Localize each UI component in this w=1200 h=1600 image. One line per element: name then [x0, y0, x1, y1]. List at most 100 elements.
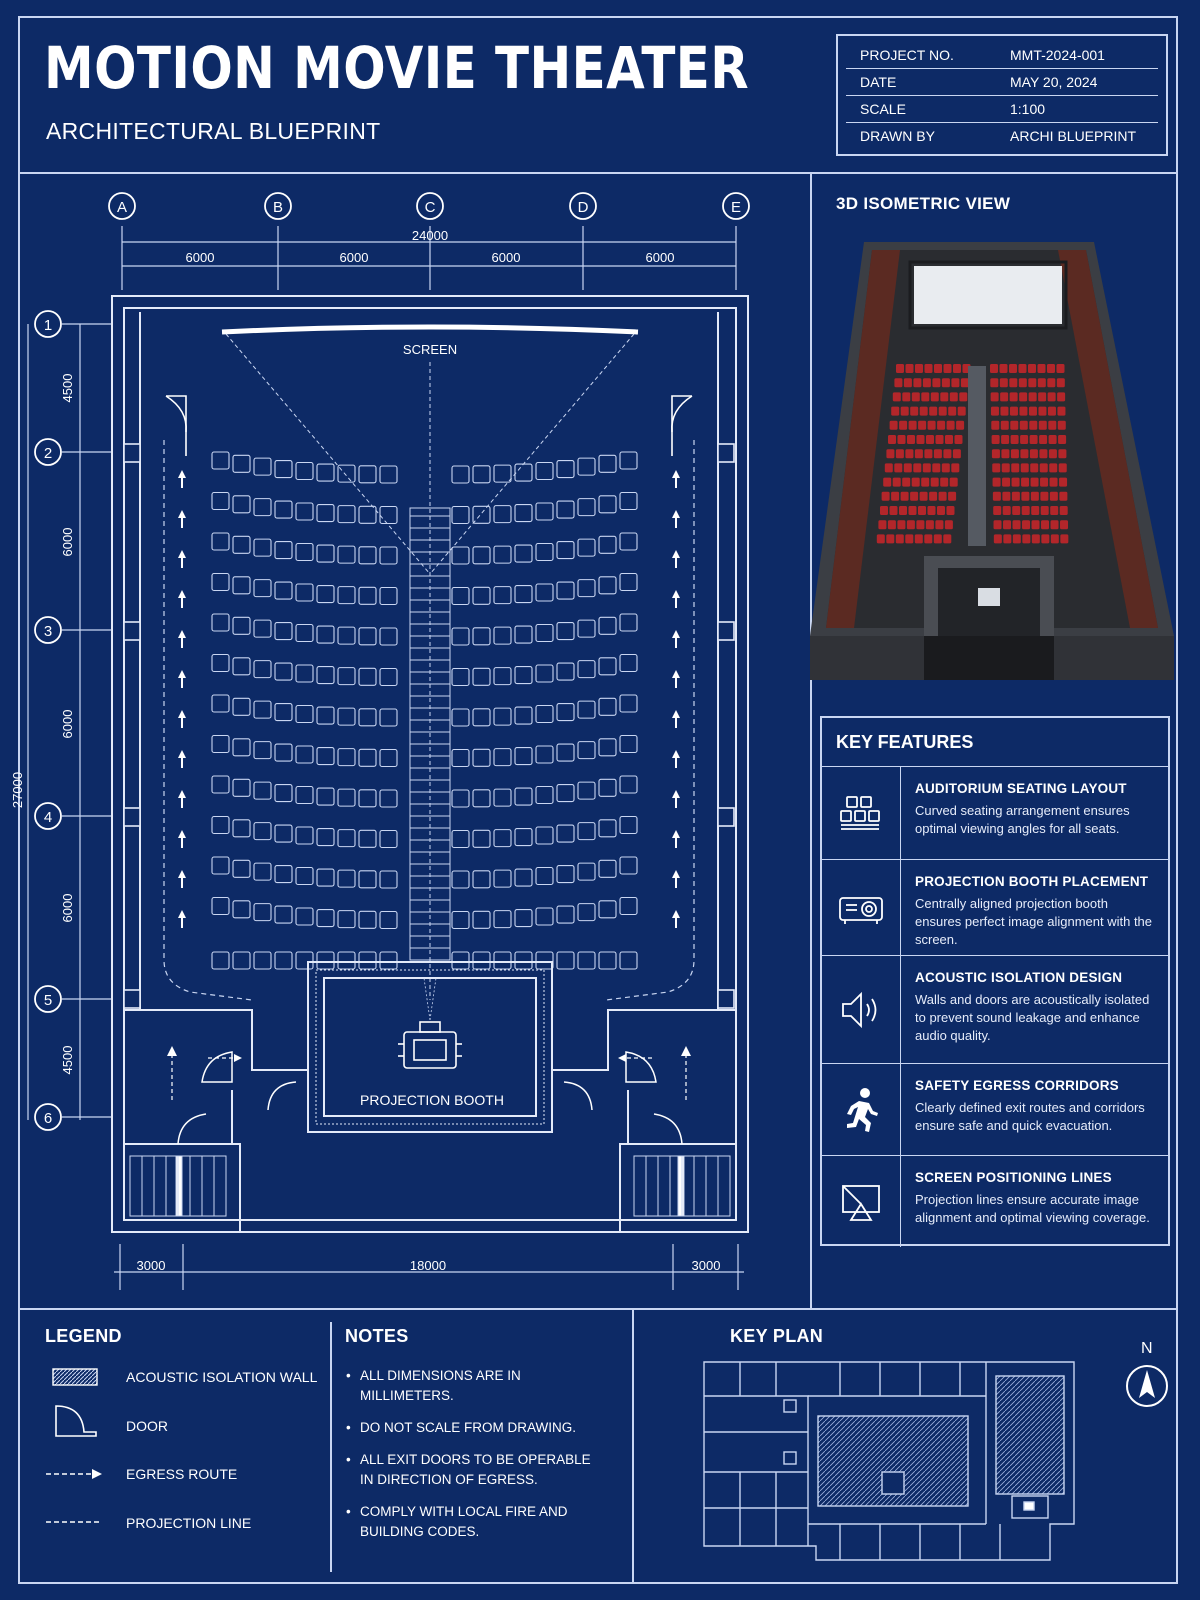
- iso-seat: [944, 520, 953, 530]
- iso-seat: [1000, 392, 1009, 402]
- seat: [358, 586, 377, 605]
- seat: [472, 627, 491, 646]
- iso-seat: [1048, 420, 1057, 430]
- seat: [556, 824, 575, 843]
- side-doors: [165, 395, 693, 456]
- egress-arrow: [178, 550, 186, 558]
- seat: [451, 667, 470, 687]
- seat: [493, 586, 512, 605]
- seat: [232, 535, 251, 554]
- iso-seat: [951, 463, 960, 473]
- iso-seat: [891, 491, 900, 501]
- seat: [598, 951, 617, 970]
- iso-seat: [1047, 406, 1056, 416]
- iso-seat: [883, 477, 892, 487]
- seat: [598, 778, 617, 797]
- seat: [598, 454, 617, 473]
- egress-arrow-stem: [675, 798, 677, 808]
- iso-seat: [902, 477, 911, 487]
- north-arrow-icon: [1126, 1365, 1168, 1407]
- iso-seat: [1028, 378, 1037, 388]
- seat: [253, 457, 272, 476]
- seat: [232, 454, 251, 473]
- seat: [232, 616, 251, 635]
- iso-seat: [992, 491, 1001, 501]
- iso-seat: [1022, 520, 1031, 530]
- grid-bubble-4: [34, 802, 62, 830]
- seat: [556, 500, 575, 519]
- seat: [274, 702, 293, 722]
- info-value: ARCHI BLUEPRINT: [1010, 128, 1137, 144]
- iso-seats: [876, 364, 1069, 544]
- iso-seat: [1028, 392, 1037, 402]
- info-value: 1:100: [1010, 101, 1046, 117]
- seat: [316, 868, 335, 887]
- seat: [274, 783, 293, 803]
- seat: [535, 461, 554, 481]
- egress-arrow-stem: [675, 478, 677, 488]
- seat: [211, 451, 230, 470]
- egress-arrow: [672, 750, 680, 758]
- grid-label: 4: [44, 809, 52, 826]
- seat: [379, 748, 398, 768]
- dim-overall-depth: 27000: [10, 772, 25, 808]
- egress-arrow-stem: [181, 598, 183, 608]
- iso-seat: [1059, 506, 1068, 515]
- iso-seat: [899, 420, 908, 430]
- seat: [232, 657, 251, 676]
- iso-seat: [1049, 463, 1058, 473]
- iso-seat: [992, 477, 1001, 487]
- seat: [358, 667, 377, 686]
- egress-arrow-stem: [675, 878, 677, 888]
- seat: [472, 951, 491, 970]
- seat: [577, 781, 596, 800]
- egress-arrow-stem: [181, 878, 183, 888]
- iso-seat: [929, 406, 938, 416]
- seat: [598, 819, 617, 838]
- seat: [337, 545, 356, 564]
- egress-arrow: [178, 510, 186, 518]
- info-value: MMT-2024-001: [1010, 47, 1105, 63]
- seat: [295, 664, 314, 683]
- seat: [472, 667, 491, 686]
- iso-seat: [1021, 491, 1030, 501]
- seat: [577, 822, 596, 841]
- seat: [514, 908, 533, 928]
- seat: [577, 457, 596, 476]
- seat: [598, 657, 617, 676]
- iso-seat: [990, 378, 999, 388]
- iso-seat: [930, 477, 939, 487]
- iso-seat: [993, 534, 1002, 544]
- seat: [514, 665, 533, 685]
- iso-seat: [1009, 378, 1018, 388]
- seat: [274, 951, 293, 970]
- seat: [316, 787, 335, 806]
- grid-label: A: [117, 199, 127, 216]
- seat: [598, 535, 617, 554]
- seat: [232, 819, 251, 838]
- iso-seat: [897, 520, 906, 530]
- seat: [295, 623, 314, 643]
- iso-seat: [951, 378, 960, 388]
- iso-seat: [916, 435, 925, 444]
- seat: [379, 951, 398, 970]
- iso-seat: [1002, 491, 1011, 501]
- seat: [211, 734, 230, 754]
- iso-seat: [911, 392, 920, 402]
- iso-seat: [926, 435, 934, 444]
- seat: [535, 745, 554, 764]
- iso-seat: [1020, 463, 1029, 473]
- seat: [316, 706, 335, 725]
- iso-seat: [1000, 420, 1009, 430]
- seat: [295, 542, 314, 562]
- iso-seat: [925, 520, 934, 530]
- grid-label: E: [731, 199, 741, 216]
- seat: [493, 626, 512, 645]
- iso-seat: [1003, 520, 1012, 530]
- door-icon: [55, 1405, 97, 1437]
- seat: [619, 896, 638, 916]
